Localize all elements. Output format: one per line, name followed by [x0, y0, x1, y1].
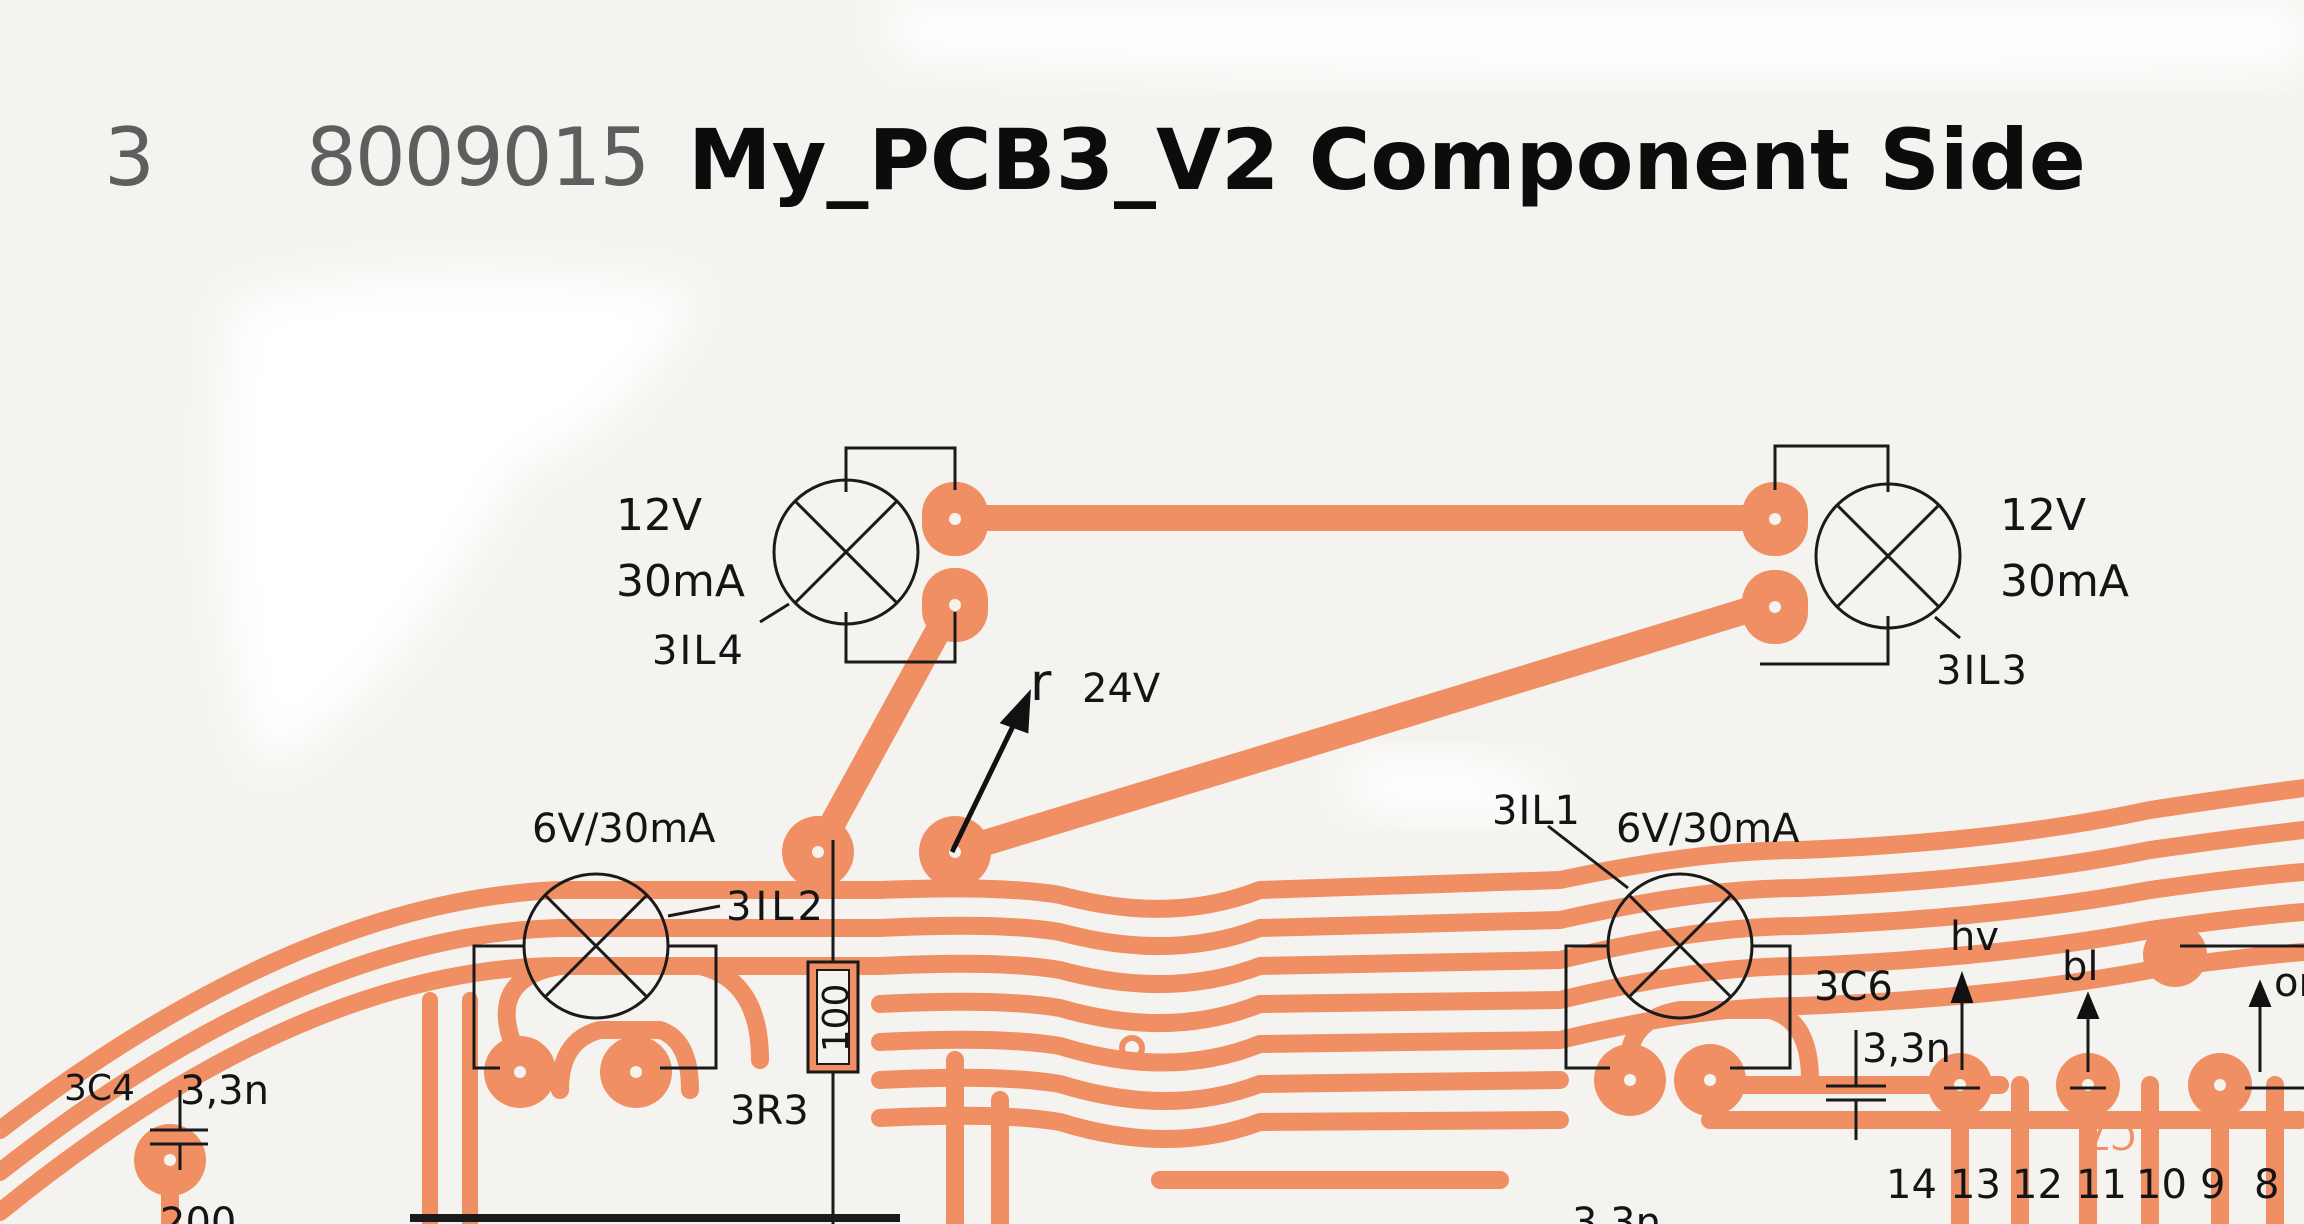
- lamp-3IL4: [772, 446, 957, 664]
- lamp-3IL1: [1564, 872, 1792, 1070]
- pin-number: 13: [1950, 1162, 2001, 1208]
- pin-label-bl: bl: [2062, 944, 2099, 990]
- capacitor-3C6: [1826, 1030, 1886, 1140]
- pin-number: 11: [2076, 1162, 2127, 1208]
- lamp-3IL1-ref: 3IL1: [1492, 788, 1581, 834]
- labels: 12V 30mA 3IL4 12V 30mA 3IL3 r 24V 6V/30m…: [64, 490, 2304, 1224]
- lamp-3IL4-ref: 3IL4: [652, 628, 745, 674]
- lamp-3IL3-voltage: 12V: [2000, 490, 2086, 541]
- capacitor-3C4-ref: 3C4: [64, 1068, 135, 1109]
- pin-number: 14: [1886, 1162, 1937, 1208]
- capacitor-value-partial: 3,3n: [1572, 1200, 1661, 1224]
- pin-label-hv: hv: [1950, 914, 1999, 960]
- lamp-3IL1-rating: 6V/30mA: [1616, 806, 1800, 852]
- capacitor-3C4-value: 3,3n: [180, 1068, 269, 1114]
- lamp-3IL2-ref: 3IL2: [726, 884, 827, 930]
- capacitor-3C6-value: 3,3n: [1862, 1026, 1951, 1072]
- sheet-number: 3: [104, 111, 155, 204]
- leader-3IL2: [667, 904, 721, 918]
- pad: [2143, 923, 2207, 987]
- pin-label-or: or: [2274, 960, 2304, 1006]
- supply-voltage: 24V: [1082, 666, 1161, 712]
- supply-arrow: [949, 689, 1031, 854]
- stamp: C7: [2088, 1115, 2136, 1156]
- pin-number: 12: [2012, 1162, 2063, 1208]
- leader-3IL4: [759, 602, 790, 624]
- partial-label: 200: [160, 1200, 236, 1224]
- component-outlines: [150, 444, 2304, 1224]
- erased-area-top: [880, 0, 2304, 78]
- leader-3IL1: [1547, 824, 1629, 890]
- part-code: 8009015: [306, 111, 650, 204]
- resistor-ref: 3R3: [730, 1088, 809, 1134]
- bl-arrow-head: [2076, 991, 2100, 1019]
- or-arrow-head: [2248, 979, 2272, 1007]
- lamp-3IL2: [472, 872, 718, 1070]
- pin-number: 10: [2136, 1162, 2187, 1208]
- lamp-3IL3: [1760, 444, 1962, 666]
- lamp-3IL2-rating: 6V/30mA: [532, 806, 716, 852]
- pin-number: 8: [2254, 1162, 2279, 1208]
- erased-area-left: [220, 272, 700, 770]
- capacitor-3C4: [150, 1090, 208, 1170]
- erased-area-mid: [1340, 755, 1560, 818]
- supply-marker: r: [1030, 653, 1052, 713]
- page-title: My_PCB3_V2 Component Side: [688, 111, 2086, 209]
- capacitor-3C6-ref: 3C6: [1814, 964, 1893, 1010]
- lamp-3IL3-current: 30mA: [2000, 556, 2129, 607]
- leader-3IL3: [1934, 615, 1961, 640]
- resistor-value: 100: [816, 984, 857, 1053]
- hv-arrow-head: [1950, 971, 1974, 1003]
- via-hole: [1119, 1035, 1145, 1061]
- lamp-3IL4-voltage: 12V: [616, 490, 702, 541]
- resistor-3R3: [806, 840, 860, 1224]
- lamp-3IL3-ref: 3IL3: [1936, 648, 2029, 694]
- pin-number: 9: [2200, 1162, 2225, 1208]
- lamp-3IL4-current: 30mA: [616, 556, 745, 607]
- arrows: [949, 689, 2272, 1019]
